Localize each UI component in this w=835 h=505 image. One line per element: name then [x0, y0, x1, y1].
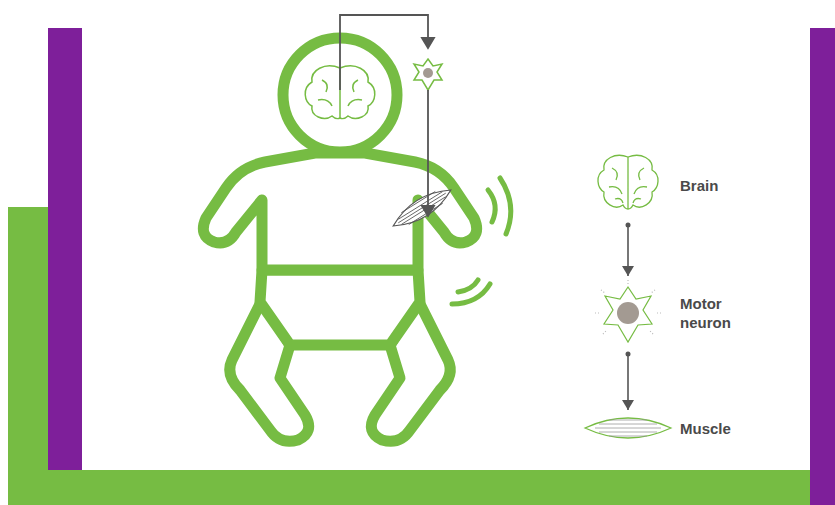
signal-leader	[340, 15, 434, 216]
neuron-icon	[585, 280, 671, 346]
step-label: Muscle	[680, 419, 760, 438]
step-label: Brain	[680, 176, 760, 195]
brain-icon	[585, 153, 671, 217]
baby-outline	[203, 38, 476, 441]
neuron-symbol	[414, 59, 442, 90]
flow-arrow	[622, 223, 634, 277]
purple-bar	[48, 28, 82, 470]
flow-arrow	[622, 352, 634, 411]
purple-bar	[810, 28, 835, 505]
legend-step: Brain	[585, 153, 785, 217]
step-label: Motor neuron	[680, 294, 760, 332]
legend-step: Motor neuron	[585, 280, 785, 346]
motion-lines	[452, 178, 511, 304]
green-bar	[8, 470, 810, 505]
legend-step: Muscle	[585, 414, 785, 442]
muscle-icon	[585, 414, 671, 442]
muscle-symbol	[388, 182, 455, 233]
